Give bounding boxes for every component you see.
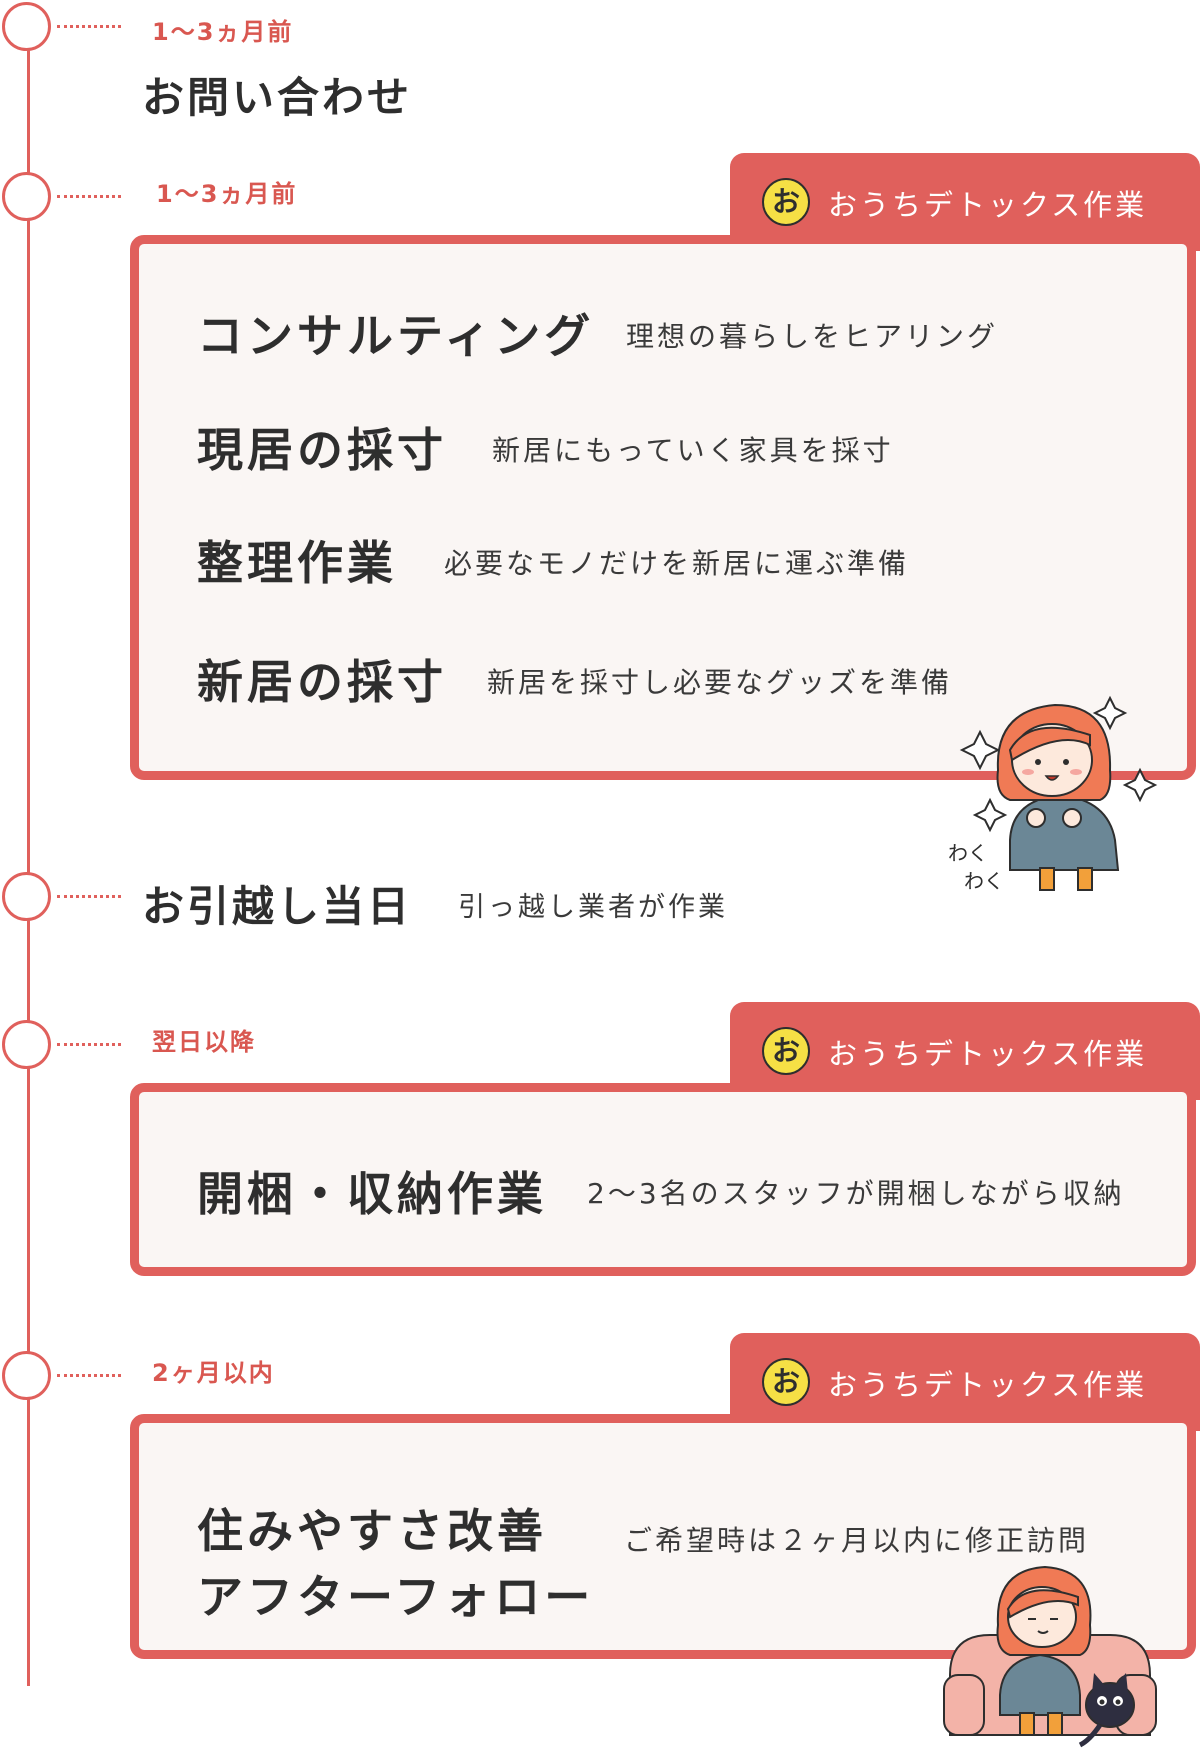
timeline-connector [57, 1043, 121, 1046]
timeline-node [2, 1351, 51, 1400]
timeline-node [2, 1020, 51, 1069]
sparkle-icon [972, 797, 1008, 833]
timeline-connector [57, 195, 121, 198]
timeline-connector [57, 25, 121, 28]
step-desc: 引っ越し業者が作業 [458, 892, 728, 923]
step-title-moving-day: お引越し当日 [142, 882, 413, 931]
service-tab-label: おうちデトックス作業 [828, 188, 1148, 222]
timeline-node [2, 872, 51, 921]
o-badge-icon: お [762, 178, 810, 226]
step-title-inquiry: お問い合わせ [142, 73, 413, 122]
timeline-line [27, 26, 30, 1686]
item-title: コンサルティング [197, 309, 595, 363]
sparkle-icon [1092, 695, 1128, 731]
item-title: 新居の採寸 [197, 655, 447, 709]
item-desc: 理想の暮らしをヒアリング [626, 320, 999, 353]
excited-caption-1: わく [948, 841, 988, 865]
excited-girl-illustration: わく わく [948, 695, 1158, 893]
service-tab-label: おうちデトックス作業 [828, 1037, 1148, 1071]
service-card: 住みやすさ改善 アフターフォロー ご希望時は２ヶ月以内に修正訪問 [130, 1414, 1196, 1659]
sparkle-icon [1122, 767, 1158, 803]
step-timing: 1～3ヵ月前 [152, 18, 294, 46]
sparkle-icon [959, 729, 1001, 771]
service-card: コンサルティング 理想の暮らしをヒアリング 現居の採寸 新居にもっていく家具を採… [130, 235, 1196, 780]
item-desc: 新居を採寸し必要なグッズを準備 [487, 666, 953, 699]
item-title: 整理作業 [197, 536, 397, 590]
timeline-connector [57, 895, 121, 898]
sofa-girl-cat-illustration [943, 1565, 1157, 1748]
item-desc: 2～3名のスタッフが開梱しながら収納 [587, 1177, 1125, 1210]
o-badge-icon: お [762, 1027, 810, 1075]
service-tab: お おうちデトックス作業 [730, 153, 1200, 251]
step-timing: 2ヶ月以内 [152, 1359, 275, 1387]
step-timing: 翌日以降 [152, 1028, 256, 1056]
item-title: 住みやすさ改善 [197, 1504, 547, 1558]
timeline-node [2, 172, 51, 221]
step-timing: 1～3ヵ月前 [156, 180, 298, 208]
timeline-connector [57, 1374, 121, 1377]
item-title: 開梱・収納作業 [197, 1167, 547, 1221]
item-desc: 必要なモノだけを新居に運ぶ準備 [444, 547, 910, 580]
service-tab-label: おうちデトックス作業 [828, 1368, 1148, 1402]
excited-caption-2: わく [964, 869, 1004, 893]
service-card: 開梱・収納作業 2～3名のスタッフが開梱しながら収納 [130, 1083, 1196, 1276]
timeline-node [2, 2, 51, 51]
item-desc: 新居にもっていく家具を採寸 [492, 434, 894, 467]
item-title: 現居の採寸 [197, 423, 447, 477]
item-desc: ご希望時は２ヶ月以内に修正訪問 [624, 1524, 1090, 1557]
item-title: アフターフォロー [197, 1570, 595, 1624]
o-badge-icon: お [762, 1358, 810, 1406]
